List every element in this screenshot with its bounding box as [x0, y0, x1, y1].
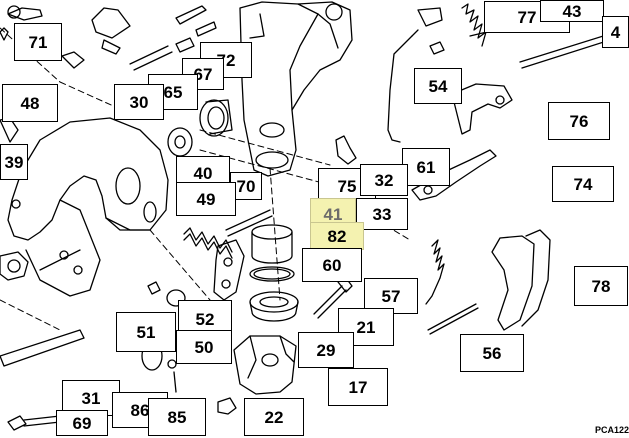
- part-o-ring-60: [249, 266, 295, 282]
- part-nut-left: [0, 251, 29, 281]
- callout-54[interactable]: 54: [414, 68, 462, 104]
- part-spring-33: [425, 239, 445, 305]
- part-top-left-bolt: [0, 5, 43, 41]
- callout-39[interactable]: 39: [0, 144, 28, 180]
- part-lever-52: [213, 239, 245, 301]
- callout-49[interactable]: 49: [176, 182, 236, 216]
- callout-17[interactable]: 17: [328, 368, 388, 406]
- part-bracket-78: [491, 229, 551, 331]
- callout-22[interactable]: 22: [244, 398, 304, 436]
- part-link-rod: [387, 29, 419, 143]
- callout-48[interactable]: 48: [2, 84, 58, 122]
- callout-30[interactable]: 30: [114, 84, 164, 120]
- part-rod-56: [427, 303, 479, 335]
- diagram-code-label: PCA122: [594, 425, 629, 435]
- callout-51[interactable]: 51: [116, 312, 176, 352]
- callout-56[interactable]: 56: [460, 334, 524, 372]
- part-bushings: [167, 99, 233, 157]
- callout-4[interactable]: 4: [602, 16, 629, 48]
- callout-85[interactable]: 85: [148, 398, 206, 436]
- callout-43[interactable]: 43: [540, 0, 604, 22]
- callout-74[interactable]: 74: [552, 166, 614, 202]
- callout-76[interactable]: 76: [548, 102, 610, 140]
- part-seal-29: [249, 291, 299, 322]
- callout-82[interactable]: 82: [310, 222, 364, 250]
- callout-61[interactable]: 61: [402, 148, 450, 186]
- callout-29[interactable]: 29: [298, 332, 354, 368]
- part-stern-bracket: [0, 117, 169, 297]
- part-bracket-17: [233, 335, 297, 395]
- part-spring-49: [183, 209, 273, 259]
- callout-71[interactable]: 71: [14, 23, 62, 61]
- callout-33[interactable]: 33: [356, 198, 408, 230]
- callout-60[interactable]: 60: [302, 248, 362, 282]
- callout-69[interactable]: 69: [56, 410, 108, 436]
- part-bar-31: [0, 329, 85, 367]
- callout-50[interactable]: 50: [176, 330, 232, 364]
- part-lever-74: [411, 149, 497, 201]
- part-lever-76: [451, 83, 513, 135]
- part-sleeve-41: [251, 224, 293, 264]
- callout-78[interactable]: 78: [574, 266, 628, 306]
- callout-32[interactable]: 32: [360, 164, 408, 196]
- part-clip-bracket: [61, 7, 131, 69]
- part-clip-32: [335, 135, 357, 165]
- part-bolt-69: [7, 415, 61, 431]
- part-swivel-bracket: [239, 1, 353, 177]
- part-clip-top-right: [417, 7, 445, 55]
- part-screws-top: [129, 5, 217, 71]
